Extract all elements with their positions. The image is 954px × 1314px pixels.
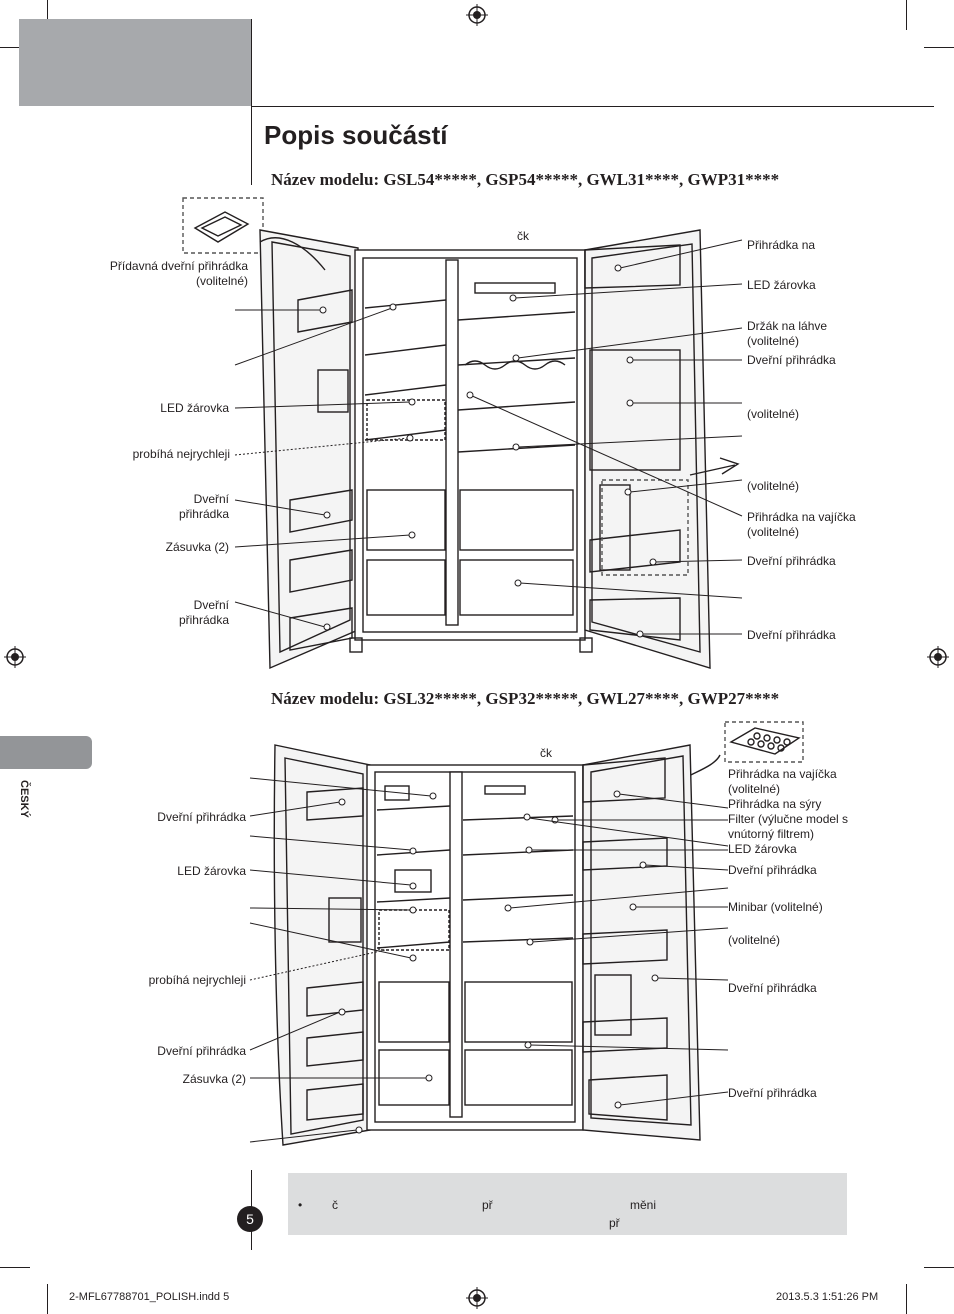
label-right-2-4: Dveřní přihrádka (728, 863, 817, 877)
label-right-1-7: Dveřní přihrádka (747, 554, 836, 568)
label-right-2-1: Přihrádka na sýry (728, 797, 822, 811)
margin-rule (251, 19, 252, 185)
note-text: př (609, 1216, 620, 1230)
label-right-2-5: Minibar (volitelné) (728, 900, 823, 914)
label-right-2-6: (volitelné) (728, 933, 781, 947)
label-right-2-0: Přihrádka na vajíčka (volitelné) (728, 767, 837, 796)
registration-mark-icon (466, 4, 488, 26)
label-right-1-2: Držák na láhve (volitelné) (747, 319, 828, 348)
header-rule (251, 106, 934, 107)
label-left-1-3: Dveřní přihrádka (178, 492, 229, 521)
note-text: č (332, 1198, 338, 1212)
label-left-2-2: probíhá nejrychleji (148, 973, 246, 987)
label-right-2-2: Filter (výlučne model s vnútorný filtrem… (728, 812, 849, 841)
label-right-2-3: LED žárovka (728, 842, 797, 856)
language-label: ČESKÝ (18, 780, 30, 818)
label-left-2-0: Dveřní přihrádka (157, 810, 246, 824)
note-text: př (482, 1198, 493, 1212)
language-tab (0, 736, 92, 769)
label-right-1-8: Dveřní přihrádka (747, 628, 836, 642)
label-right-2-7: Dveřní přihrádka (728, 981, 817, 995)
crop-mark (906, 0, 907, 30)
note-box: • č př měni př (288, 1173, 847, 1235)
registration-mark-icon (4, 646, 26, 668)
crop-mark (0, 47, 30, 48)
page-title: Popis součástí (264, 120, 448, 150)
fridge-diagram-2 (249, 721, 804, 1146)
registration-mark-icon (466, 1287, 488, 1309)
label-right-1-1: LED žárovka (747, 278, 816, 292)
crop-mark (924, 1267, 954, 1268)
fridge-diagram-1 (182, 197, 743, 670)
label-left-1-4: Zásuvka (2) (165, 540, 229, 554)
crop-mark (0, 1267, 30, 1268)
crop-mark (47, 0, 48, 30)
model-title-1: Název modelu: GSL54*****, GSP54*****, GW… (271, 170, 780, 189)
model-title-2: Název modelu: GSL32*****, GSP32*****, GW… (271, 689, 780, 708)
label-right-1-5: (volitelné) (747, 479, 800, 493)
label-left-1-1: LED žárovka (160, 401, 229, 415)
label-right-2-8: Dveřní přihrádka (728, 1086, 817, 1100)
crop-mark (924, 47, 954, 48)
label-left-2-1: LED žárovka (177, 864, 246, 878)
label-left-2-3: Dveřní přihrádka (157, 1044, 246, 1058)
note-bullet: • (298, 1198, 303, 1212)
label-right-1-3: Dveřní přihrádka (747, 353, 836, 367)
header-block (19, 19, 251, 106)
label-left-1-5: Dveřní přihrádka (178, 598, 229, 627)
label-left-1-0: Přídavná dveřní přihrádka (volitelné) (109, 259, 248, 288)
note-text: měni (630, 1198, 657, 1212)
crop-mark (47, 1284, 48, 1314)
footer-file: 2-MFL67788701_POLISH.indd 5 (69, 1291, 230, 1303)
label-left-2-4: Zásuvka (2) (182, 1072, 246, 1086)
label-top-1: čk (517, 229, 529, 243)
page-number: 5 (237, 1206, 263, 1232)
label-right-1-4: (volitelné) (747, 407, 800, 421)
label-top-2: čk (540, 746, 552, 760)
registration-mark-icon (927, 646, 949, 668)
label-right-1-6: Přihrádka na vajíčka (volitelné) (747, 510, 856, 539)
crop-mark (906, 1284, 907, 1314)
footer-date: 2013.5.3 1:51:26 PM (776, 1291, 879, 1303)
label-left-1-2: probíhá nejrychleji (132, 447, 230, 461)
label-right-1-0: Přihrádka na (747, 238, 816, 252)
